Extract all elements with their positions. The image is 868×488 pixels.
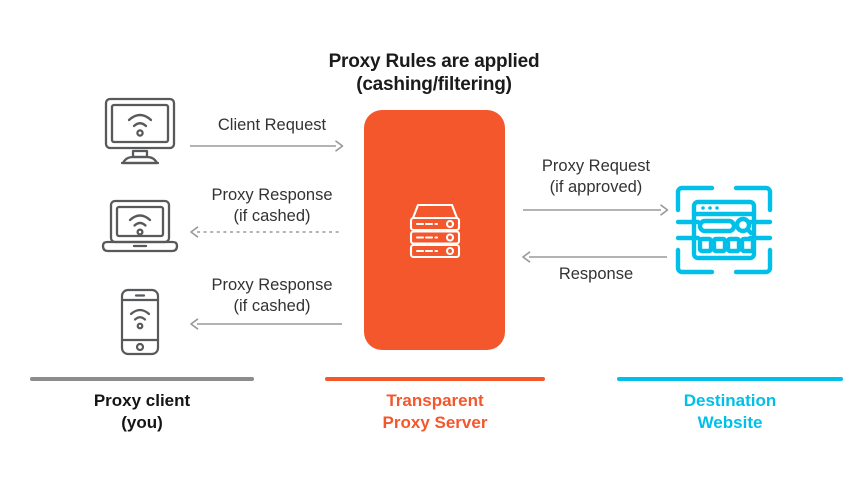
flow-proxy-response-cached-phone: Proxy Response (if cashed) xyxy=(184,275,360,317)
flow-response: Response xyxy=(518,264,674,285)
flow-client-request: Client Request xyxy=(184,115,360,136)
flow-client-request-label: Client Request xyxy=(217,116,327,134)
website-browser-search-icon xyxy=(672,182,776,278)
flow-response-label: Response xyxy=(558,265,634,283)
divider-destination-website xyxy=(617,377,843,381)
legend-destination-website: Destination Website xyxy=(683,391,777,432)
laptop-wifi-icon xyxy=(101,199,179,255)
divider-proxy-client xyxy=(30,377,254,381)
desktop-computer-wifi-icon xyxy=(103,96,177,166)
transparent-proxy-panel xyxy=(364,110,505,350)
divider-transparent-proxy xyxy=(325,377,545,381)
flow-proxy-request-approved: Proxy Request (if approved) xyxy=(518,156,674,198)
arrow-client-request xyxy=(190,140,344,152)
flow-proxy-request-approved-label: Proxy Request (if approved) xyxy=(541,157,651,196)
legend-proxy-client: Proxy client (you) xyxy=(93,391,191,432)
page-title: Proxy Rules are applied (cashing/filteri… xyxy=(328,51,540,95)
server-rack-icon xyxy=(405,202,465,259)
flow-proxy-response-cached-laptop-label: Proxy Response (if cashed) xyxy=(211,186,333,225)
flow-proxy-response-cached-laptop: Proxy Response (if cashed) xyxy=(184,185,360,227)
flow-proxy-response-cached-phone-label: Proxy Response (if cashed) xyxy=(211,276,333,315)
arrow-response xyxy=(522,251,667,263)
arrow-proxy-request-approved xyxy=(523,204,669,216)
smartphone-wifi-icon xyxy=(120,288,160,356)
arrow-proxy-response-cached-solid xyxy=(190,318,342,330)
legend-transparent-proxy: Transparent Proxy Server xyxy=(382,391,488,432)
arrow-proxy-response-cached-dashed xyxy=(190,226,342,238)
